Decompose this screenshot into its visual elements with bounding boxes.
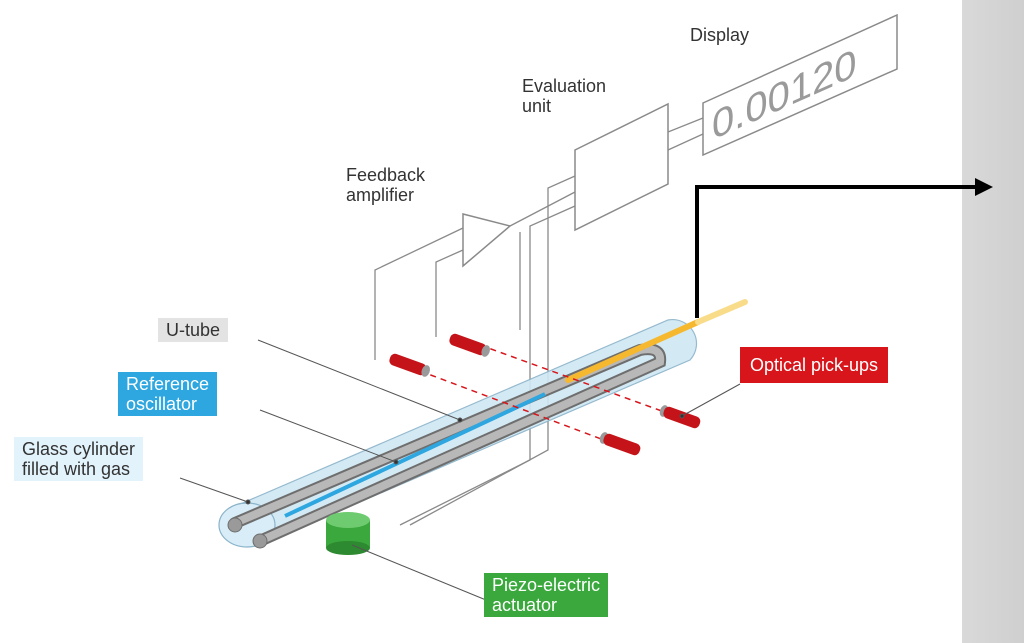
wiring — [374, 175, 576, 526]
piezo-actuator-label: Piezo-electric actuator — [484, 573, 609, 617]
side-panel — [962, 0, 1024, 643]
highlight-rod — [565, 319, 701, 383]
feedback-amplifier-label: Feedback amplifier — [346, 165, 426, 205]
feedback-amplifier-triangle — [462, 213, 512, 268]
glass-cylinder-label: Glass cylinder filled with gas — [14, 437, 144, 481]
display-panel — [702, 13, 898, 157]
output-arrow — [695, 185, 962, 318]
evaluation-unit-box — [574, 102, 669, 232]
diagram-canvas: 0.00120 — [179, 13, 962, 601]
leader-lines — [179, 339, 741, 601]
evaluation-unit-label: Evaluation unit — [522, 76, 607, 116]
piezo-actuator — [326, 512, 370, 555]
display-label: Display — [690, 25, 750, 45]
utube-label: U-tube — [158, 318, 229, 342]
reference-oscillator-label: Reference oscillator — [118, 372, 218, 416]
display-connection — [667, 117, 704, 133]
optical-pickups-label: Optical pick-ups — [740, 347, 889, 383]
arrow-head-icon — [955, 178, 993, 196]
reference-oscillator-rod — [284, 392, 546, 518]
